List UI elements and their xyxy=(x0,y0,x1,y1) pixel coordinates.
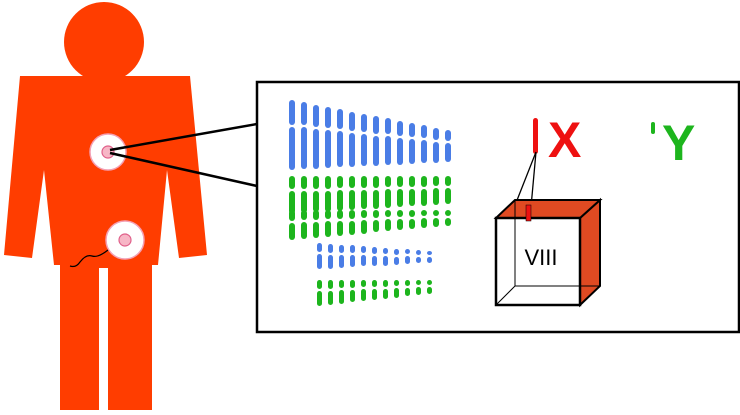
chromosome-icon xyxy=(385,210,391,231)
x-chromosome-icon xyxy=(533,118,538,154)
chromosome-icon xyxy=(337,109,343,167)
chromosome-icon xyxy=(409,176,415,206)
box-top-face xyxy=(493,199,603,219)
sperm-cell-icon xyxy=(69,220,145,268)
chromosome-icon xyxy=(372,280,377,300)
chromosome-icon xyxy=(361,210,367,234)
chromosome-icon xyxy=(394,249,399,265)
chromosome-icon xyxy=(301,102,307,169)
chromosome-icon xyxy=(421,210,427,228)
chromosome-icon xyxy=(337,210,343,236)
chromosome-icon xyxy=(373,210,379,232)
chromosome-icon xyxy=(289,100,295,170)
chromosome-icon xyxy=(383,280,388,299)
chromosome-icon xyxy=(339,280,344,304)
chromosome-icon xyxy=(372,247,377,266)
box-icon: VIII xyxy=(493,197,603,308)
chromosome-icon xyxy=(416,280,421,295)
chromosome-icon xyxy=(445,130,451,162)
cell-icon xyxy=(89,133,127,171)
chromosome-icon xyxy=(385,118,391,165)
head xyxy=(64,2,144,82)
y-chromosome-group: Y xyxy=(651,115,695,171)
y-chromosome-icon xyxy=(651,122,655,134)
zoom-line-top xyxy=(109,122,258,152)
chromosome-icon xyxy=(405,280,410,296)
chromosome-icon xyxy=(325,107,331,168)
box-chromatid xyxy=(525,204,532,222)
chromosome-icon xyxy=(339,245,344,268)
sperm-tail xyxy=(69,249,109,268)
chromosome-icon xyxy=(361,246,366,266)
chromosome-icon xyxy=(313,105,319,169)
zoom-line-bottom xyxy=(109,151,258,188)
sperm-cell-nucleus xyxy=(118,233,132,247)
chromosome-icon xyxy=(313,176,319,212)
chromosome-icon xyxy=(361,114,367,166)
chromosome-icon xyxy=(361,176,367,209)
chromosome-icon xyxy=(385,176,391,208)
chromosome-icon xyxy=(328,244,333,269)
chromosome-icon xyxy=(416,250,421,263)
chromosome-icon xyxy=(325,210,331,237)
chromosome-icon xyxy=(317,243,322,269)
chromosome-icon xyxy=(349,210,355,235)
chromosome-icon xyxy=(383,248,388,266)
chromosome-icon xyxy=(317,280,322,306)
box-numeral: VIII xyxy=(524,245,557,270)
chromosome-icon xyxy=(350,245,355,267)
chromosome-icon xyxy=(397,210,403,230)
chromosome-icon xyxy=(433,128,439,163)
chromosome-icon xyxy=(405,249,410,264)
x-chromosome-group: X xyxy=(533,112,581,168)
chromosome-icon xyxy=(350,280,355,302)
chromosome-icon xyxy=(325,176,331,212)
chromosome-icon xyxy=(409,210,415,229)
chromosome-icon xyxy=(421,125,427,163)
chromosome-icon xyxy=(289,210,295,240)
y-chromosome-label: Y xyxy=(662,115,695,171)
chromosome-icon xyxy=(445,210,451,226)
chromosome-icon xyxy=(361,280,366,301)
karyotype xyxy=(289,100,451,306)
chromosome-icon xyxy=(337,176,343,211)
cell-nucleus xyxy=(101,145,115,159)
box-inner-edge-3 xyxy=(495,285,516,306)
chromosome-icon xyxy=(397,176,403,207)
chromosome-icon xyxy=(433,210,439,227)
chromosome-icon xyxy=(349,112,355,167)
chromosome-icon xyxy=(289,176,295,214)
chromosome-icon xyxy=(427,280,432,294)
chromosome-icon xyxy=(301,210,307,239)
chromosome-icon xyxy=(301,176,307,213)
chromosome-icon xyxy=(328,280,333,305)
chromosome-icon xyxy=(427,251,432,263)
chromosome-icon xyxy=(397,121,403,165)
chromosome-icon xyxy=(373,116,379,166)
chromosome-icon xyxy=(409,123,415,164)
chromosome-icon xyxy=(394,280,399,298)
chromosome-icon xyxy=(445,176,451,204)
chromosome-icon xyxy=(433,176,439,205)
chromosome-icon xyxy=(373,176,379,209)
chromosome-icon xyxy=(349,176,355,210)
human-body-icon xyxy=(4,2,207,410)
chromosome-icon xyxy=(313,210,319,238)
x-chromosome-label: X xyxy=(548,112,581,168)
chromosome-icon xyxy=(421,176,427,206)
